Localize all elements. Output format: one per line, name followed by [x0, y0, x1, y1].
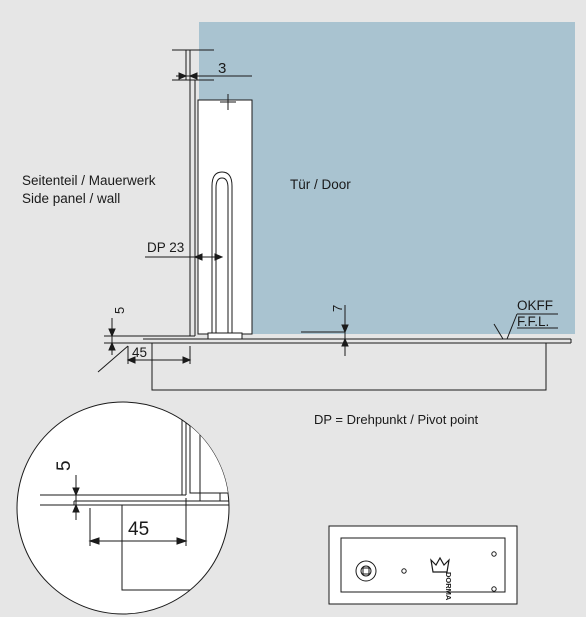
dimension-pivot-label: DP 23 [147, 240, 184, 255]
pivot-housing [197, 94, 253, 340]
floor-plate-top-view [328, 525, 518, 605]
brand-label: DORMA [444, 572, 453, 601]
dimension-floor-gap [341, 305, 349, 356]
dimension-floor-height-label: 5 [112, 307, 127, 314]
dimension-plate-offset-label: 45 [132, 345, 147, 360]
floor [128, 331, 572, 344]
detail-leader [97, 345, 129, 373]
floor-plate-outline [151, 343, 547, 391]
detail-dimension-offset-label: 45 [128, 519, 149, 540]
detail-dimension-height [40, 475, 90, 520]
detail-dimension-offset [88, 498, 188, 546]
floor-code-label: OKFF [517, 298, 553, 313]
door-label: Tür / Door [290, 177, 351, 192]
dimension-gap-label: 3 [218, 60, 226, 77]
dorma-crown-icon [430, 556, 450, 573]
dimension-floor-gap-label: 7 [330, 305, 345, 312]
side-panel [172, 49, 214, 336]
dimension-gap [176, 72, 252, 80]
side-panel-label-en: Side panel / wall [22, 191, 120, 206]
floor-code-en-label: F.F.L. [517, 314, 549, 329]
dimension-floor-height [104, 318, 128, 355]
dimension-pivot [145, 253, 224, 261]
detail-circle [16, 401, 230, 615]
side-panel-label-de: Seitenteil / Mauerwerk [22, 173, 156, 188]
door-panel [214, 22, 575, 334]
pivot-legend: DP = Drehpunkt / Pivot point [314, 412, 479, 427]
dimension-plate-offset [126, 346, 192, 364]
detail-dimension-height-label: 5 [54, 460, 75, 471]
floor-level-marker [493, 313, 558, 340]
